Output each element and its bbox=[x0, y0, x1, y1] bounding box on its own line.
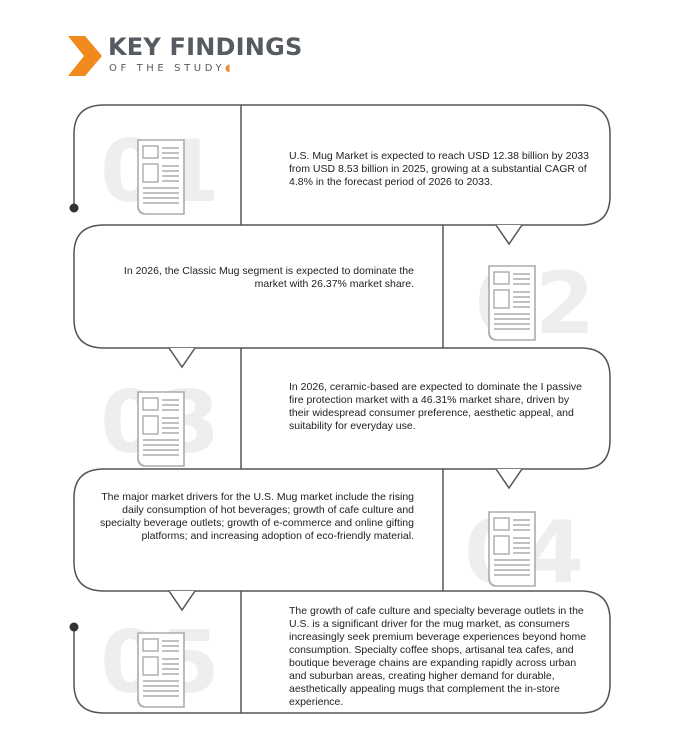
document-icon bbox=[488, 265, 536, 341]
pointer-notch bbox=[168, 590, 196, 612]
finding-text-01: U.S. Mug Market is expected to reach USD… bbox=[289, 150, 589, 188]
page-title: KEY FINDINGS bbox=[108, 33, 303, 61]
timeline-path bbox=[73, 104, 611, 714]
page-subtitle: OF THE STUDY◖ bbox=[109, 63, 231, 74]
start-dot-icon bbox=[69, 203, 79, 213]
pointer-notch bbox=[495, 468, 523, 490]
finding-text-02: In 2026, the Classic Mug segment is expe… bbox=[123, 265, 414, 290]
finding-text-04: The major market drivers for the U.S. Mu… bbox=[99, 491, 414, 542]
document-icon bbox=[488, 511, 536, 587]
pointer-notch bbox=[168, 347, 196, 369]
document-icon bbox=[137, 139, 185, 215]
finding-text-03: In 2026, ceramic-based are expected to d… bbox=[289, 381, 583, 432]
document-icon bbox=[137, 391, 185, 467]
chevron-right-icon bbox=[68, 36, 102, 76]
end-dot-icon bbox=[69, 622, 79, 632]
pointer-notch bbox=[495, 224, 523, 246]
accent-dot-icon: ◖ bbox=[225, 63, 231, 74]
document-icon bbox=[137, 632, 185, 708]
finding-text-05: The growth of cafe culture and specialty… bbox=[289, 605, 587, 708]
